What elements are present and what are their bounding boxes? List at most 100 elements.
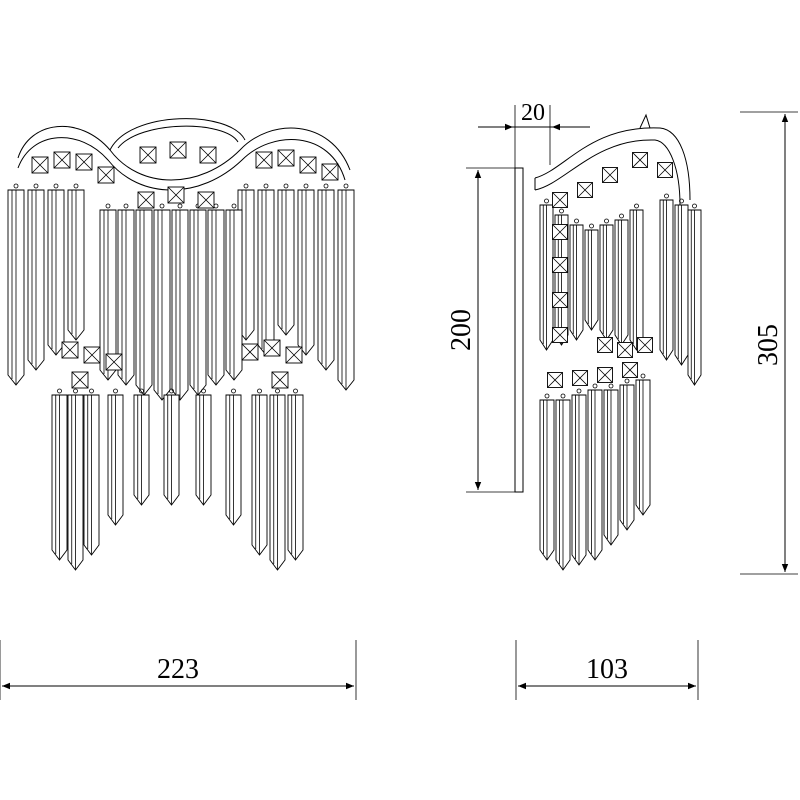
front-square-connector bbox=[199, 146, 217, 164]
front-upper-crystal bbox=[297, 183, 315, 356]
front-square-connector bbox=[61, 341, 79, 359]
front-center-crystal bbox=[117, 203, 135, 386]
front-square-connector bbox=[197, 191, 215, 209]
front-width-label: 223 bbox=[157, 654, 199, 685]
front-square-connector bbox=[271, 371, 289, 389]
side-square-connector bbox=[552, 292, 568, 308]
side-lower-crystal bbox=[539, 393, 555, 561]
front-upper-crystal bbox=[7, 183, 25, 386]
front-center-crystal bbox=[153, 203, 171, 401]
side-upper-crystal bbox=[569, 218, 584, 341]
side-upper-crystal bbox=[629, 203, 644, 351]
overall-height-label: 305 bbox=[753, 324, 784, 366]
front-lower-crystal bbox=[269, 388, 286, 571]
front-upper-crystal bbox=[27, 183, 45, 371]
side-square-connector bbox=[632, 152, 648, 168]
front-square-connectors bbox=[31, 141, 339, 389]
front-lower-crystal bbox=[83, 388, 100, 556]
front-square-connector bbox=[169, 141, 187, 159]
side-square-connector bbox=[597, 367, 613, 383]
front-lower-crystals bbox=[51, 388, 304, 571]
front-square-connector bbox=[321, 163, 339, 181]
side-upper-crystal bbox=[687, 203, 702, 386]
front-square-connector bbox=[53, 151, 71, 169]
side-square-connector bbox=[602, 167, 618, 183]
side-view bbox=[514, 113, 702, 571]
dimension-overall-height: 305 bbox=[740, 111, 798, 575]
side-square-connector bbox=[622, 362, 638, 378]
side-crystals bbox=[539, 193, 702, 571]
front-square-connector bbox=[137, 191, 155, 209]
backplate-height-label: 200 bbox=[446, 309, 477, 351]
side-square-connector bbox=[572, 370, 588, 386]
front-lower-crystal bbox=[67, 388, 84, 571]
side-lower-crystal bbox=[555, 393, 571, 571]
front-view bbox=[7, 118, 355, 571]
side-square-connector bbox=[617, 342, 633, 358]
side-depth-label: 103 bbox=[586, 654, 628, 685]
front-square-connector bbox=[263, 339, 281, 357]
front-center-crystal bbox=[207, 203, 225, 386]
front-square-connector bbox=[71, 371, 89, 389]
front-upper-crystal bbox=[337, 183, 355, 391]
front-center-crystal bbox=[99, 203, 117, 381]
front-square-connector bbox=[97, 166, 115, 184]
front-lower-crystal bbox=[251, 388, 268, 556]
dimension-backplate-projection: 20 bbox=[478, 100, 590, 168]
side-square-connector bbox=[657, 162, 673, 178]
dimension-side-depth: 103 bbox=[515, 640, 699, 700]
side-square-connectors bbox=[547, 152, 673, 388]
front-square-connector bbox=[139, 146, 157, 164]
side-square-connector bbox=[552, 224, 568, 240]
front-square-connector bbox=[31, 156, 49, 174]
front-upper-crystal bbox=[257, 183, 275, 356]
side-upper-crystal bbox=[659, 193, 674, 361]
front-lower-crystal bbox=[195, 388, 212, 506]
front-square-connector bbox=[241, 343, 259, 361]
front-square-connector bbox=[75, 153, 93, 171]
front-upper-crystal bbox=[47, 183, 65, 356]
front-square-connector bbox=[83, 346, 101, 364]
side-square-connector bbox=[577, 182, 593, 198]
side-lower-crystal bbox=[619, 378, 635, 531]
side-upper-crystal bbox=[539, 198, 554, 351]
side-lower-crystal bbox=[603, 383, 619, 546]
side-upper-crystal bbox=[614, 213, 629, 346]
front-upper-crystal bbox=[277, 183, 295, 336]
front-upper-crystal bbox=[67, 183, 85, 341]
front-lower-crystal bbox=[225, 388, 242, 526]
front-center-crystal bbox=[189, 203, 207, 396]
dimension-backplate-height: 200 bbox=[446, 167, 515, 493]
front-square-connector bbox=[285, 346, 303, 364]
side-upper-crystal bbox=[584, 223, 599, 331]
front-center-crystal bbox=[225, 203, 243, 381]
front-back-arch bbox=[109, 118, 246, 151]
side-square-connector bbox=[552, 327, 568, 343]
front-center-crystal bbox=[135, 203, 153, 396]
side-arm bbox=[534, 127, 691, 201]
side-square-connector bbox=[547, 372, 563, 388]
front-square-connector bbox=[167, 186, 185, 204]
side-upper-crystal bbox=[599, 218, 614, 341]
side-upper-crystal bbox=[674, 198, 689, 366]
dimension-front-width: 223 bbox=[0, 640, 357, 700]
front-upper-crystal bbox=[317, 183, 335, 371]
front-square-connector bbox=[277, 149, 295, 167]
backplate-projection-label: 20 bbox=[521, 100, 545, 126]
front-lower-crystal bbox=[287, 388, 304, 561]
front-lower-crystal bbox=[163, 388, 180, 506]
front-lower-crystal bbox=[51, 388, 68, 561]
side-square-connector bbox=[637, 337, 653, 353]
side-lower-crystal bbox=[635, 373, 651, 516]
front-square-connector bbox=[299, 156, 317, 174]
side-square-connector bbox=[552, 192, 568, 208]
side-square-connector bbox=[552, 257, 568, 273]
side-lower-crystal bbox=[587, 383, 603, 561]
side-backplate bbox=[514, 167, 524, 493]
side-lower-crystal bbox=[571, 388, 587, 566]
front-upper-crystals bbox=[7, 183, 355, 391]
front-center-crystals bbox=[99, 203, 243, 401]
front-square-connector bbox=[255, 151, 273, 169]
front-square-connector bbox=[105, 353, 123, 371]
